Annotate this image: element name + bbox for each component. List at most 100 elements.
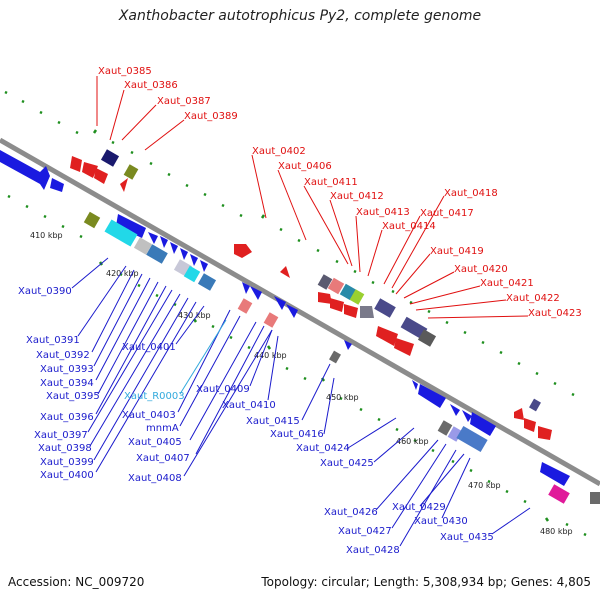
gene-arrow-forward bbox=[70, 156, 82, 172]
gene-arrow-reverse bbox=[250, 286, 262, 300]
gene-label-forward: Xaut_0385 bbox=[98, 66, 152, 77]
gene-arrow-reverse bbox=[116, 214, 146, 238]
gene-box bbox=[349, 289, 365, 305]
gene-box bbox=[437, 420, 453, 436]
outer-tick-row-lower bbox=[7, 194, 587, 537]
gene-box bbox=[133, 237, 153, 255]
gene-label-forward: Xaut_0389 bbox=[184, 111, 238, 122]
accession-text: Accession: NC_009720 bbox=[8, 575, 145, 589]
gene-box bbox=[529, 398, 541, 412]
gene-label-forward: Xaut_0387 bbox=[157, 96, 211, 107]
gene-arrow-reverse bbox=[170, 242, 178, 254]
gene-box bbox=[327, 277, 345, 295]
gene-arrow-reverse bbox=[540, 462, 570, 486]
gene-arrow-reverse bbox=[180, 248, 188, 260]
gene-box bbox=[183, 265, 201, 283]
gene-box bbox=[329, 350, 341, 364]
gene-label-reverse: Xaut_0424 bbox=[296, 443, 350, 454]
gene-label-reverse: mnmA bbox=[146, 423, 179, 434]
gene-label-reverse: Xaut_0415 bbox=[246, 416, 300, 427]
reverse-leader-lines bbox=[71, 257, 531, 547]
gene-arrow-reverse bbox=[190, 254, 198, 266]
kbp-label: 460 kbp bbox=[396, 437, 429, 446]
kbp-label: 480 kbp bbox=[540, 527, 573, 536]
gene-arrow-reverse bbox=[344, 340, 352, 350]
gene-box bbox=[548, 484, 570, 504]
forward-gene-labels: Xaut_0385 Xaut_0386 Xaut_0387 Xaut_0389 … bbox=[98, 66, 582, 319]
gene-arrow-forward bbox=[514, 408, 524, 420]
gene-arrow-reverse bbox=[160, 236, 168, 248]
genome-backbone bbox=[0, 137, 600, 487]
gene-label-reverse: Xaut_0427 bbox=[338, 526, 392, 537]
gene-label-forward: Xaut_0414 bbox=[382, 221, 436, 232]
gene-label-forward: Xaut_0422 bbox=[506, 293, 560, 304]
gene-label-reverse: Xaut_0397 bbox=[34, 430, 88, 441]
gene-label-reverse: Xaut_0396 bbox=[40, 412, 94, 423]
gene-arrow-reverse bbox=[462, 410, 472, 422]
gene-arrow-reverse bbox=[148, 232, 158, 244]
gene-label-forward: Xaut_0406 bbox=[278, 161, 332, 172]
kbp-label: 450 kbp bbox=[326, 393, 359, 402]
gene-arrow-forward bbox=[360, 306, 374, 318]
gene-arrow-reverse bbox=[470, 412, 496, 436]
gene-label-reverse: Xaut_0430 bbox=[414, 516, 468, 527]
gene-arrow-reverse bbox=[0, 150, 50, 190]
gene-box bbox=[146, 244, 168, 264]
kbp-label: 410 kbp bbox=[30, 231, 63, 240]
gene-arrow-forward bbox=[120, 178, 128, 192]
gene-box bbox=[400, 316, 428, 340]
gene-label-reverse: Xaut_0394 bbox=[40, 378, 94, 389]
outer-tick-row-upper bbox=[4, 90, 575, 397]
gene-label-reverse: Xaut_0429 bbox=[392, 502, 446, 513]
gene-arrow-forward bbox=[234, 244, 252, 258]
kbp-label: 470 kbp bbox=[468, 481, 501, 490]
gene-label-reverse: Xaut_0401 bbox=[122, 342, 176, 353]
gene-box bbox=[263, 312, 279, 328]
gene-arrow-forward bbox=[94, 168, 108, 184]
gene-arrow-forward bbox=[280, 266, 290, 278]
rna-leader-line bbox=[179, 319, 227, 395]
gene-label-reverse: Xaut_0428 bbox=[346, 545, 400, 556]
gene-label-reverse: Xaut_0392 bbox=[36, 350, 90, 361]
gene-box bbox=[590, 492, 600, 504]
forward-leader-lines bbox=[96, 76, 529, 319]
gene-arrow-forward bbox=[318, 292, 332, 304]
gene-label-reverse: Xaut_0390 bbox=[18, 286, 72, 297]
gene-box bbox=[123, 164, 139, 180]
kbp-tick-labels: 410 kbp 420 kbp 430 kbp 440 kbp 450 kbp … bbox=[30, 231, 573, 536]
gene-label-forward: Xaut_0412 bbox=[330, 191, 384, 202]
gene-label-forward: Xaut_0423 bbox=[528, 308, 582, 319]
gene-label-forward: Xaut_0418 bbox=[444, 188, 498, 199]
topology-text: Topology: circular; Length: 5,308,934 bp… bbox=[261, 575, 591, 589]
gene-label-forward: Xaut_0417 bbox=[420, 208, 474, 219]
kbp-label: 440 kbp bbox=[254, 351, 287, 360]
gene-box bbox=[417, 329, 437, 347]
gene-label-forward: Xaut_0420 bbox=[454, 264, 508, 275]
gene-label-reverse: Xaut_0399 bbox=[40, 457, 94, 468]
gene-label-forward: Xaut_0421 bbox=[480, 278, 534, 289]
map-title: Xanthobacter autotrophicus Py2, complete… bbox=[118, 8, 482, 24]
gene-label-reverse: Xaut_0426 bbox=[324, 507, 378, 518]
gene-arrow-reverse bbox=[274, 296, 286, 310]
gene-label-reverse: Xaut_0395 bbox=[46, 391, 100, 402]
gene-label-reverse: Xaut_0435 bbox=[440, 532, 494, 543]
gene-arrow-forward bbox=[538, 426, 552, 440]
reverse-gene-labels: Xaut_0390 Xaut_0391 Xaut_0392 Xaut_0393 … bbox=[18, 286, 494, 556]
reverse-strand-genes bbox=[0, 150, 600, 504]
gene-label-rna: Xaut_R0003 bbox=[124, 391, 185, 402]
gene-label-reverse: Xaut_0410 bbox=[222, 400, 276, 411]
gene-arrow-reverse bbox=[200, 260, 208, 272]
gene-label-forward: Xaut_0413 bbox=[356, 207, 410, 218]
gene-box bbox=[197, 273, 217, 291]
gene-label-reverse: Xaut_0393 bbox=[40, 364, 94, 375]
gene-label-reverse: Xaut_0398 bbox=[38, 443, 92, 454]
gene-box bbox=[374, 298, 396, 318]
kbp-label: 420 kbp bbox=[106, 269, 139, 278]
gene-label-reverse: Xaut_0391 bbox=[26, 335, 80, 346]
gene-label-reverse: Xaut_0407 bbox=[136, 453, 190, 464]
gene-box bbox=[237, 298, 253, 314]
gene-arrow-reverse bbox=[450, 404, 460, 416]
gene-arrow-forward bbox=[344, 304, 358, 318]
gene-box bbox=[447, 426, 463, 442]
